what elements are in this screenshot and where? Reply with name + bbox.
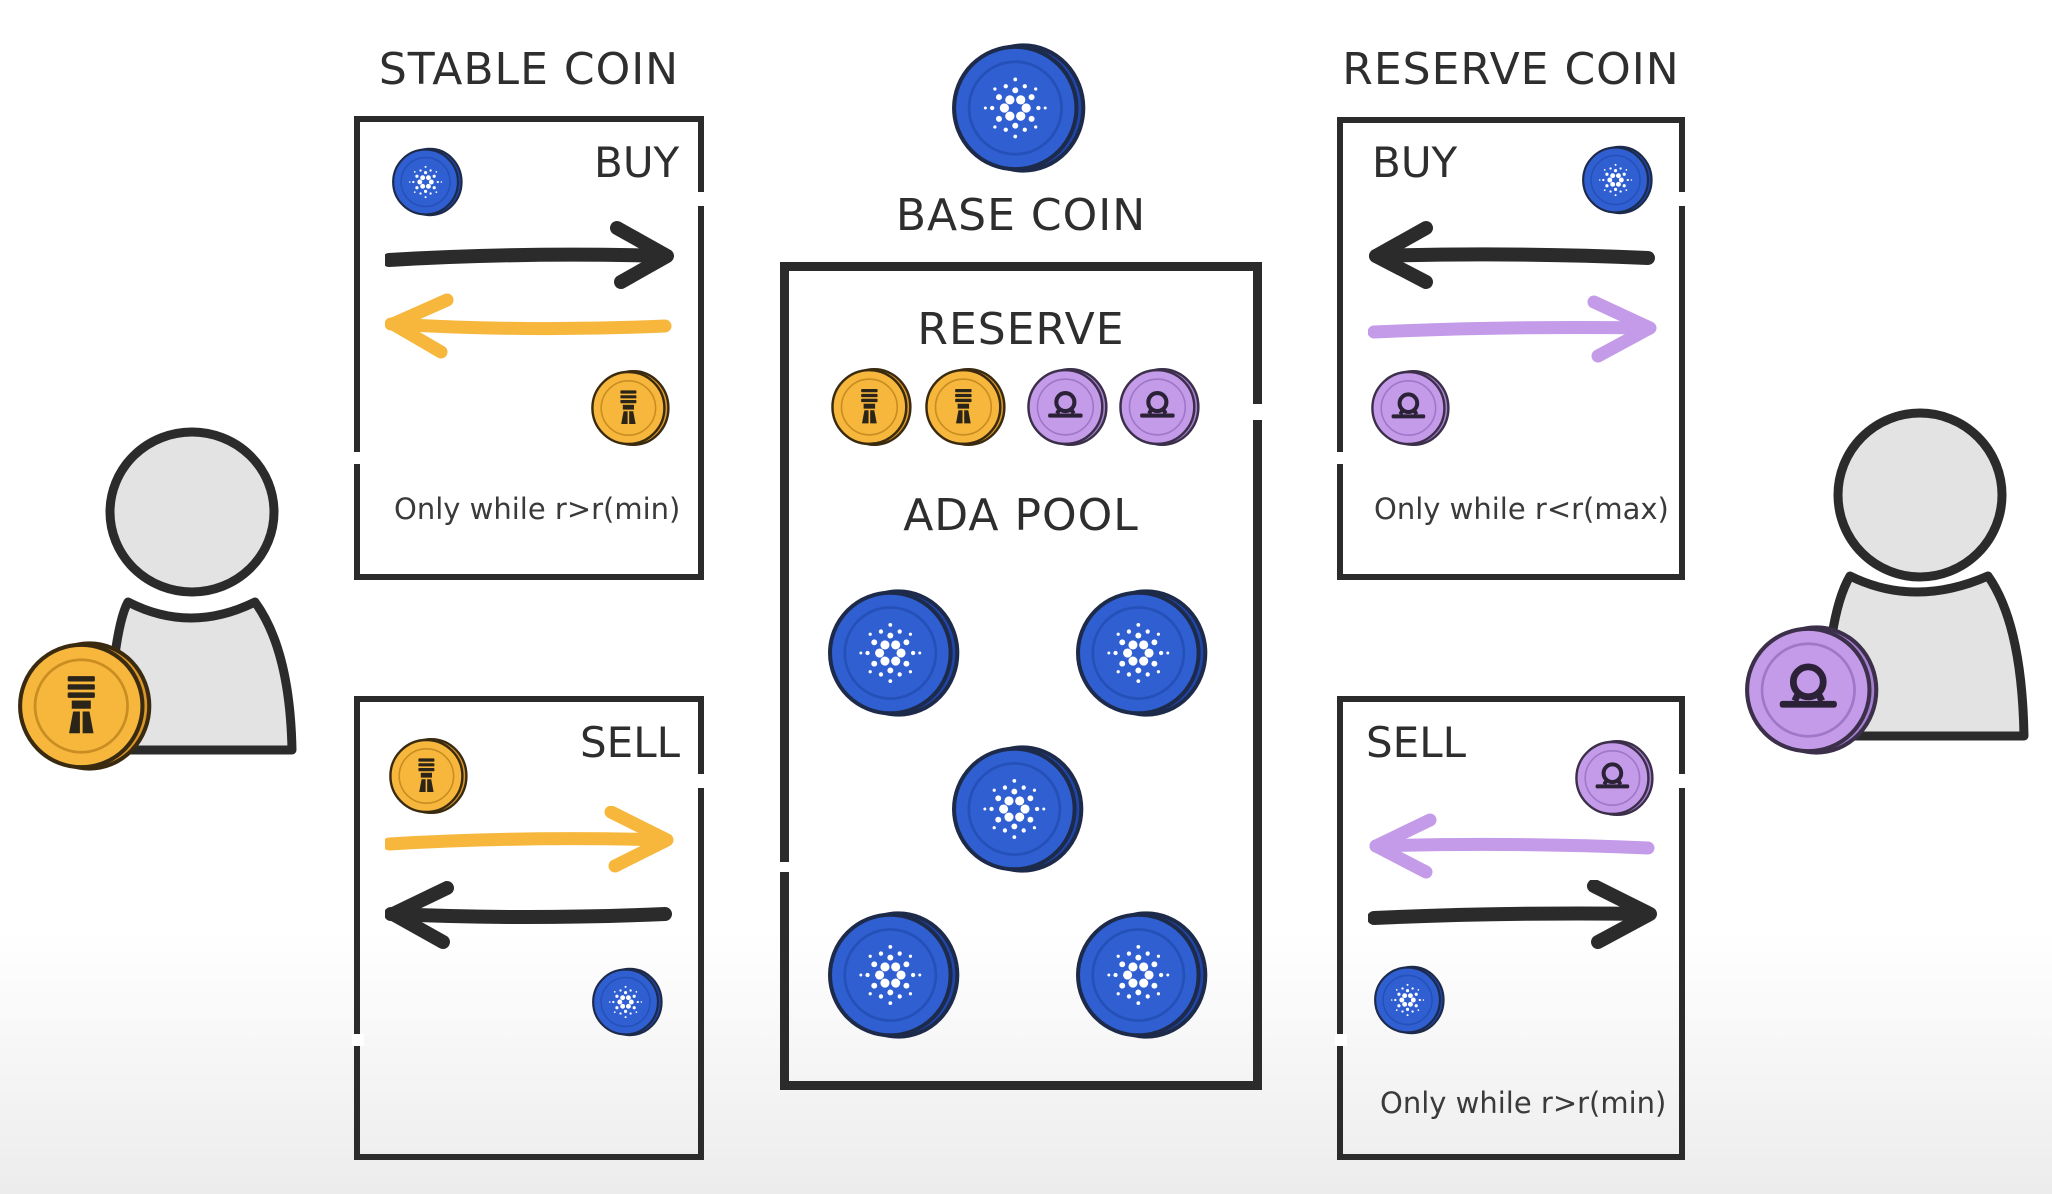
sell-label: SELL [1366, 718, 1466, 767]
box-gap [778, 862, 790, 872]
ada-coin-icon [1070, 586, 1212, 720]
person-icon [105, 427, 297, 755]
ada-coin-icon [590, 966, 664, 1038]
condition-note: Only while r>r(min) [1380, 1086, 1667, 1120]
reserve-sell-box [1337, 696, 1685, 1160]
box-gap [1250, 404, 1262, 420]
reserve-coin-icon [1116, 366, 1202, 448]
stable-coin-icon [16, 638, 152, 774]
box-gap [696, 774, 708, 788]
ada-coin-icon [1372, 964, 1446, 1036]
buy-label: BUY [594, 138, 680, 187]
buy-label: BUY [1372, 138, 1458, 187]
arrow-right-icon [385, 221, 674, 289]
ada-coin-icon [946, 742, 1088, 876]
condition-note: Only while r<r(max) [1374, 492, 1669, 526]
reserve-coin-icon [1024, 366, 1110, 448]
box-gap [352, 1034, 364, 1046]
base-ada-coin-icon [948, 40, 1088, 176]
ada-coin-icon [1070, 908, 1212, 1042]
user-reserve-coin-holder [1730, 400, 2052, 780]
reserve-coin-title: RESERVE COIN [1342, 44, 1680, 95]
arrow-left-icon [1369, 221, 1655, 289]
ada-coin-icon [822, 586, 964, 720]
stable-coin-icon [828, 366, 914, 448]
box-gap [1677, 774, 1689, 788]
user-stable-coin-holder [0, 420, 320, 780]
stable-buy-box [354, 116, 704, 580]
box-gap [1335, 452, 1347, 464]
arrow-left-icon [1369, 813, 1655, 879]
box-gap [696, 192, 708, 206]
reserve-coin-icon [1740, 622, 1882, 758]
base-coin-title: BASE COIN [895, 190, 1147, 241]
box-gap [1335, 1034, 1347, 1046]
ada-coin-icon [1580, 144, 1654, 216]
arrow-right-icon [1368, 295, 1657, 363]
reserve-coin-icon [1368, 368, 1452, 448]
condition-note: Only while r>r(min) [394, 492, 681, 526]
reserve-coin-icon [1572, 738, 1656, 818]
stable-coin-title: STABLE COIN [378, 44, 680, 95]
reserve-buy-box [1337, 117, 1685, 580]
ada-coin-icon [390, 146, 464, 218]
stable-coin-icon [588, 368, 672, 448]
sell-label: SELL [580, 718, 680, 767]
stable-coin-icon [386, 736, 470, 816]
pool-box [780, 262, 1262, 1090]
stable-coin-icon [922, 366, 1008, 448]
arrow-left-icon [385, 881, 672, 949]
box-gap [1677, 192, 1689, 206]
arrow-left-icon [385, 293, 672, 359]
ada-coin-icon [822, 908, 964, 1042]
stable-sell-box [354, 696, 704, 1160]
box-gap [352, 452, 364, 464]
person-icon [1825, 408, 2029, 741]
arrow-right-icon [385, 806, 674, 873]
ada-pool-label: ADA POOL [903, 490, 1139, 541]
arrow-right-icon [1368, 880, 1657, 949]
reserve-label: RESERVE [917, 304, 1125, 355]
